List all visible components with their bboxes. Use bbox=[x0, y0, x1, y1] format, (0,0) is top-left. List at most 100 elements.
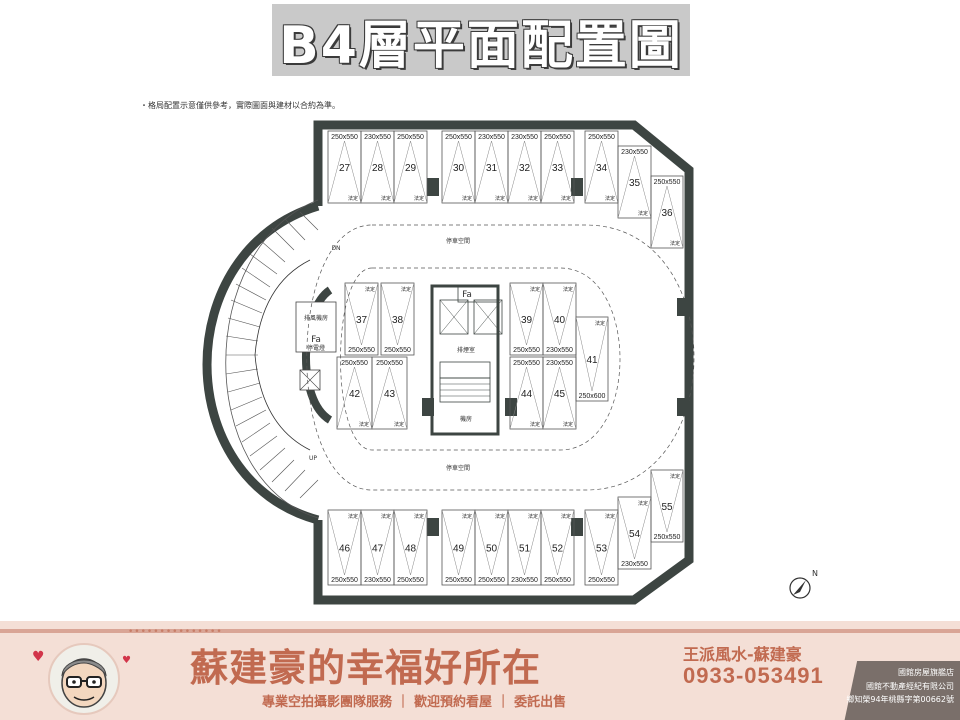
spot-dimension: 250x550 bbox=[654, 179, 681, 186]
spot-dimension: 250x550 bbox=[397, 577, 424, 584]
legal-mark: 法定 bbox=[381, 513, 391, 520]
spot-number: 31 bbox=[486, 163, 498, 174]
spot-number: 36 bbox=[661, 208, 673, 219]
stair-treads bbox=[225, 211, 319, 499]
elevator-core bbox=[430, 284, 503, 436]
drive-loop-inner bbox=[340, 267, 621, 451]
banner-services: 專業空拍攝影團隊服務 ｜ 歡迎預約看屋 ｜ 委託出售 bbox=[262, 695, 567, 710]
spot-number: 44 bbox=[521, 389, 533, 400]
legal-mark: 法定 bbox=[414, 513, 424, 520]
spot-dimension: 250x550 bbox=[341, 360, 368, 367]
spot-dimension: 250x550 bbox=[445, 577, 472, 584]
spot-number: 53 bbox=[596, 544, 608, 555]
company-line-2: 國館不動產經紀有限公司 bbox=[866, 682, 954, 691]
spot-dimension: 230x550 bbox=[511, 134, 538, 141]
legal-mark: 法定 bbox=[670, 473, 680, 480]
legal-mark: 法定 bbox=[638, 500, 648, 507]
spot-number: 38 bbox=[392, 315, 404, 326]
legal-mark: 法定 bbox=[401, 286, 411, 293]
spot-dimension: 250x550 bbox=[445, 134, 472, 141]
spot-dimension: 250x550 bbox=[348, 347, 375, 354]
spot-number: 33 bbox=[552, 163, 564, 174]
spot-number: 48 bbox=[405, 544, 417, 555]
spot-number: 51 bbox=[519, 544, 531, 555]
spot-number: 35 bbox=[629, 178, 641, 189]
legal-mark: 法定 bbox=[414, 195, 424, 202]
parking-space-label-bottom: 停車空間 bbox=[446, 464, 470, 472]
agent-name: 王派風水-蘇建豪 bbox=[683, 645, 802, 664]
spot-number: 43 bbox=[384, 389, 396, 400]
fa-label-left: Fa bbox=[311, 335, 321, 345]
spot-number: 32 bbox=[519, 163, 531, 174]
up-label: UP bbox=[309, 455, 317, 462]
outer-walls bbox=[202, 120, 694, 605]
legal-mark: 法定 bbox=[359, 421, 369, 428]
stair-inner-line bbox=[225, 199, 319, 519]
legal-mark: 法定 bbox=[638, 210, 648, 217]
dn-label: DN bbox=[331, 245, 340, 252]
spot-number: 41 bbox=[586, 355, 598, 366]
legal-mark: 法定 bbox=[462, 195, 472, 202]
parking-spot-41: 41 250x600 法定 bbox=[575, 316, 609, 402]
spot-dimension: 250x600 bbox=[579, 393, 606, 400]
legal-mark: 法定 bbox=[605, 513, 615, 520]
legal-mark: 法定 bbox=[561, 195, 571, 202]
spot-number: 49 bbox=[453, 544, 465, 555]
legal-mark: 法定 bbox=[670, 240, 680, 247]
north-label: N bbox=[812, 569, 818, 578]
legal-mark: 法定 bbox=[495, 195, 505, 202]
spot-dimension: 250x550 bbox=[331, 577, 358, 584]
agent-banner: ••••••••••••••• ♥ ♥ 蘇建豪的幸福好所在 專業空拍攝影團隊服務… bbox=[0, 621, 960, 720]
floor-plan: 27250x550法定28230x550法定29250x550法定30250x5… bbox=[202, 120, 818, 605]
spot-number: 28 bbox=[372, 163, 384, 174]
center-island bbox=[295, 286, 337, 424]
agent-phone[interactable]: 0933-053491 bbox=[683, 663, 824, 688]
spot-number: 52 bbox=[552, 544, 564, 555]
legal-mark: 法定 bbox=[348, 195, 358, 202]
banner-stripe bbox=[0, 629, 960, 633]
spot-dimension: 230x550 bbox=[621, 149, 648, 156]
legal-mark: 法定 bbox=[348, 513, 358, 520]
spot-dimension: 250x550 bbox=[544, 577, 571, 584]
spot-dimension: 230x550 bbox=[478, 134, 505, 141]
banner-slogan: 蘇建豪的幸福好所在 bbox=[190, 646, 542, 690]
parking-spot-31: 31 230x550 法定 bbox=[474, 130, 509, 204]
spot-number: 47 bbox=[372, 544, 384, 555]
heart-icon-small: ♥ bbox=[122, 655, 131, 666]
page-title: B4層平面配置圖 bbox=[279, 15, 683, 76]
disclaimer-note: ・格局配置示意僅供參考，實際圖面與建材以合約為準。 bbox=[140, 101, 340, 110]
fa-label-core: Fa bbox=[462, 290, 472, 300]
spot-number: 45 bbox=[554, 389, 566, 400]
legal-mark: 法定 bbox=[605, 195, 615, 202]
legal-mark: 法定 bbox=[495, 513, 505, 520]
spot-dimension: 250x550 bbox=[588, 134, 615, 141]
legal-mark: 法定 bbox=[595, 320, 605, 327]
spot-number: 55 bbox=[661, 502, 673, 513]
spot-dimension: 230x550 bbox=[364, 134, 391, 141]
north-arrow-icon: N bbox=[789, 569, 818, 599]
spot-dimension: 250x550 bbox=[654, 534, 681, 541]
spot-number: 46 bbox=[339, 544, 351, 555]
spot-dimension: 250x550 bbox=[588, 577, 615, 584]
spot-number: 40 bbox=[554, 315, 566, 326]
legal-mark: 法定 bbox=[528, 513, 538, 520]
spot-dimension: 250x550 bbox=[478, 577, 505, 584]
spot-dimension: 230x550 bbox=[364, 577, 391, 584]
spot-number: 54 bbox=[629, 529, 641, 540]
machine-room-label: 機房 bbox=[460, 415, 472, 423]
